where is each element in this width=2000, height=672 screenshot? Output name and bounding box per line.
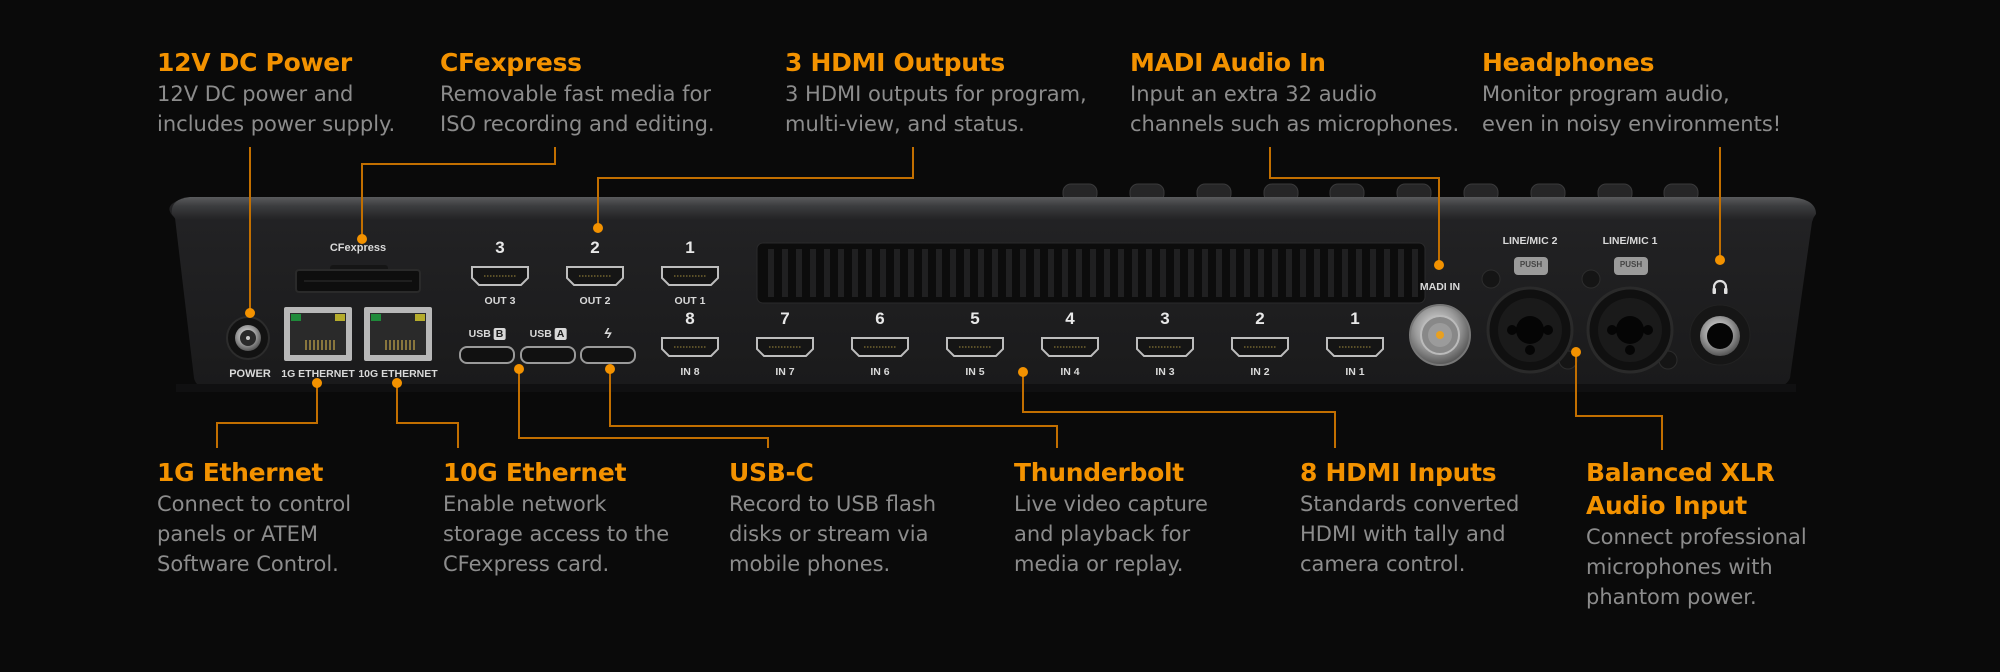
leader-dots (245, 223, 1725, 388)
hdmi-port-icon (661, 266, 719, 286)
callout-title: 8 HDMI Inputs (1300, 458, 1497, 487)
callout-title: 1G Ethernet (157, 458, 324, 487)
callout-title: 10G Ethernet (443, 458, 627, 487)
hdmi-port-icon (756, 337, 814, 357)
hdmi-port-icon (1326, 337, 1384, 357)
callout-thunderbolt: Thunderbolt Live video capture and playb… (1014, 458, 1208, 576)
hdmi-port-icon (851, 337, 909, 357)
madi-in-label: MADI IN (1419, 281, 1461, 293)
callout-title: MADI Audio In (1130, 48, 1326, 77)
rj45-10g (364, 307, 432, 361)
usb-c-port-icon (580, 346, 636, 364)
callout-title: Audio Input (1586, 491, 1747, 520)
callout-hdmi-outputs: 3 HDMI Outputs 3 HDMI outputs for progra… (785, 48, 1087, 136)
hdmi-port-icon (566, 266, 624, 286)
thunderbolt-icon: ϟ (604, 325, 612, 341)
xlr-combo-1 (1581, 257, 1678, 374)
usb-c-port-icon (520, 346, 576, 364)
callout-madi-audio-in: MADI Audio In Input an extra 32 audio ch… (1130, 48, 1460, 136)
usb-b-badge: B (493, 328, 506, 340)
callout-title: Balanced XLR (1586, 458, 1775, 487)
hdmi-port-icon (1041, 337, 1099, 357)
callout-usb-c: USB-C Record to USB flash disks or strea… (729, 458, 937, 576)
eth1g-port-label: 1G ETHERNET (281, 368, 355, 380)
power-port-label: POWER (229, 368, 271, 380)
hdmi-port-icon (471, 266, 529, 286)
line-mic-1-label: LINE/MIC 1 (1602, 235, 1658, 247)
madi-bnc-connector (1409, 304, 1471, 366)
headphone-jack (1689, 304, 1751, 366)
xlr-combo-2 (1481, 257, 1578, 374)
callout-10g-ethernet: 10G Ethernet Enable network storage acce… (443, 458, 670, 576)
rj45-1g (284, 307, 352, 361)
callout-hdmi-inputs: 8 HDMI Inputs Standards converted HDMI w… (1300, 458, 1520, 576)
callout-title: CFexpress (440, 48, 582, 77)
callout-title: 12V DC Power (157, 48, 352, 77)
callout-headphones: Headphones Monitor program audio, even i… (1482, 48, 1782, 136)
hdmi-port-icon (946, 337, 1004, 357)
line-mic-2-label: LINE/MIC 2 (1502, 235, 1558, 247)
leader-lines (216, 147, 1721, 450)
headphones-icon (1712, 279, 1728, 294)
usb-c-port-icon (459, 346, 515, 364)
callout-cfexpress: CFexpress Removable fast media for ISO r… (440, 48, 715, 136)
callout-title: Thunderbolt (1014, 458, 1184, 487)
xlr-1-latch-label: PUSH (1619, 260, 1643, 269)
callout-balanced-xlr: Balanced XLR Audio Input Connect profess… (1586, 458, 1807, 609)
xlr-2-latch-label: PUSH (1519, 260, 1543, 269)
callout-12v-dc-power: 12V DC Power 12V DC power and includes p… (157, 48, 396, 136)
usb-a-badge: A (554, 328, 567, 340)
cfexpress-slot (295, 265, 421, 293)
callout-title: 3 HDMI Outputs (785, 48, 1005, 77)
callout-title: USB-C (729, 458, 814, 487)
eth10g-port-label: 10G ETHERNET (358, 368, 438, 380)
hdmi-port-icon (1231, 337, 1289, 357)
callout-1g-ethernet: 1G Ethernet Connect to control panels or… (157, 458, 352, 576)
hdmi-port-icon (1136, 337, 1194, 357)
hdmi-port-icon (661, 337, 719, 357)
cfexpress-port-label: CFexpress (329, 242, 387, 254)
power-jack (226, 316, 270, 360)
callout-title: Headphones (1482, 48, 1655, 77)
